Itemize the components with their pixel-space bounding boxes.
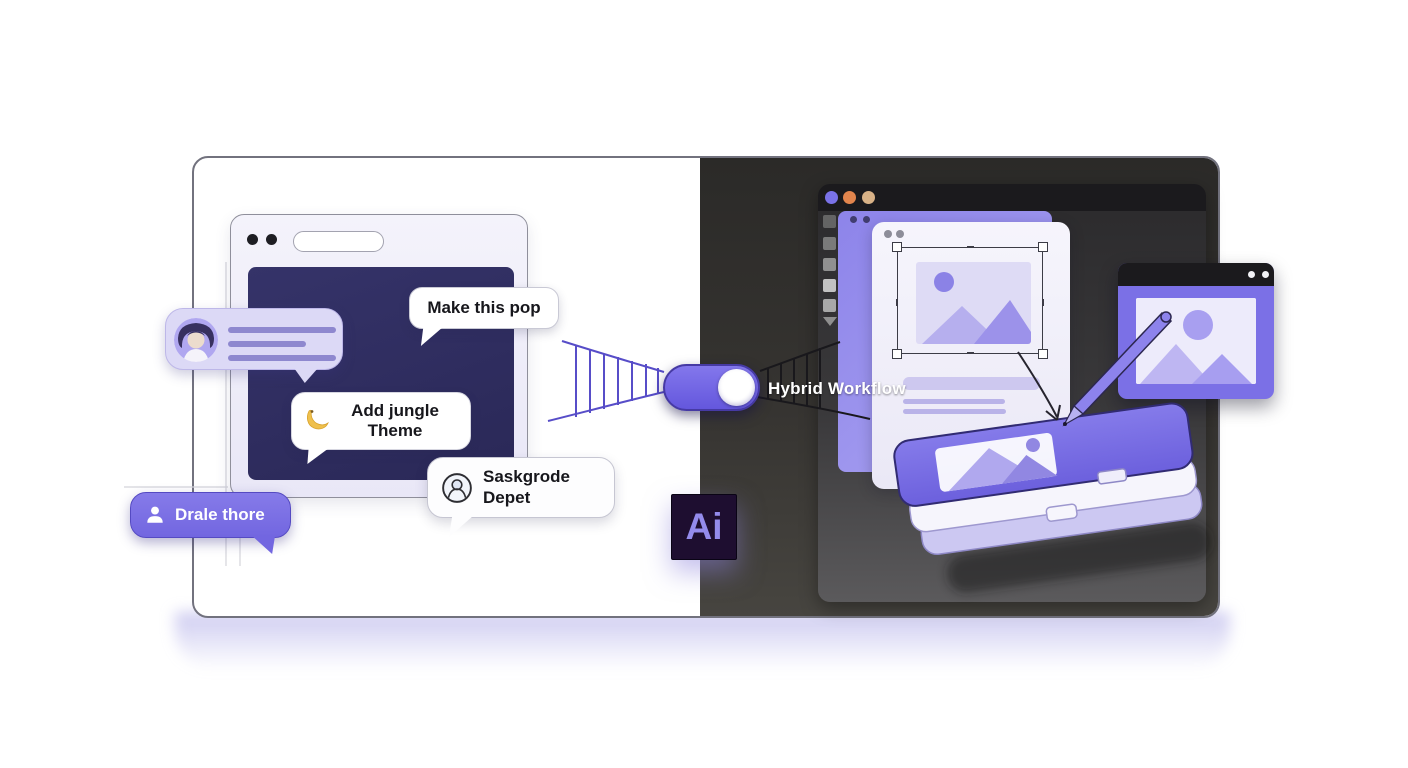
- avatar-message-bubble: [165, 308, 343, 383]
- toggle-label: Hybrid Workflow: [768, 379, 906, 398]
- browser-dot-2[interactable]: [266, 234, 277, 245]
- tool-dropdown-arrow-icon[interactable]: [823, 317, 837, 326]
- tool-icon-4[interactable]: [823, 279, 836, 292]
- tool-icon-3[interactable]: [823, 258, 836, 271]
- chat-bubble-add-jungle-theme: Add jungle Theme: [291, 392, 471, 464]
- bubble-text: Make this pop: [427, 297, 541, 317]
- artboard-dot-1: [850, 216, 857, 223]
- banana-icon: [304, 408, 330, 434]
- logo-text: Ai: [685, 506, 723, 547]
- panel-glow: [175, 612, 1230, 670]
- window-dot-orange[interactable]: [843, 191, 856, 204]
- message-line-2: [228, 341, 306, 347]
- tool-icon-1[interactable]: [823, 215, 836, 228]
- selection-frame[interactable]: [897, 247, 1043, 354]
- user-icon: [144, 504, 166, 526]
- selection-handle-tl[interactable]: [892, 242, 902, 252]
- tool-icon-2[interactable]: [823, 237, 836, 250]
- preview-dot-2[interactable]: [1262, 271, 1269, 278]
- selection-tick-left: [896, 299, 898, 306]
- selection-tick-top: [967, 246, 974, 248]
- text-bar-thin-1: [903, 399, 1005, 404]
- selection-handle-bl[interactable]: [892, 349, 902, 359]
- message-line-1: [228, 327, 336, 333]
- bubble-text-line2: Depet: [483, 487, 531, 507]
- address-bar[interactable]: [293, 231, 384, 252]
- adobe-illustrator-logo: Ai: [671, 494, 737, 560]
- artboard-dot-2: [863, 216, 870, 223]
- message-line-3: [228, 355, 336, 361]
- window-dot-tan[interactable]: [862, 191, 875, 204]
- user-avatar: [174, 318, 218, 362]
- card-dot-1: [884, 230, 892, 238]
- bubble-text-line1: Saskgrode: [483, 467, 570, 487]
- card-dot-2: [896, 230, 904, 238]
- browser-dot-1[interactable]: [247, 234, 258, 245]
- app-titlebar: [818, 184, 1206, 211]
- chat-bubble-drale-thore: Drale thore: [130, 492, 291, 554]
- text-bar-thin-2: [903, 409, 1006, 414]
- chat-bubble-saskgrode-depet: Saskgrode Depet: [427, 457, 615, 537]
- floating-preview-window: [1118, 263, 1274, 399]
- bubble-text-line1: Add jungle: [351, 400, 439, 420]
- avatar-outline-icon: [441, 472, 473, 504]
- tool-icon-5[interactable]: [823, 299, 836, 312]
- toggle-knob[interactable]: [718, 368, 755, 406]
- selection-tick-right: [1042, 299, 1044, 306]
- bubble-text-line2: Theme: [367, 421, 423, 440]
- selection-handle-br[interactable]: [1038, 349, 1048, 359]
- text-bar-wide: [903, 377, 1040, 390]
- image-placeholder-icon: [916, 262, 1031, 344]
- preview-image-placeholder-icon: [1136, 298, 1256, 384]
- preview-titlebar: [1118, 263, 1274, 286]
- selection-tick-bottom: [967, 352, 974, 354]
- preview-dot-1[interactable]: [1248, 271, 1255, 278]
- hybrid-workflow-toggle[interactable]: [663, 364, 760, 411]
- window-dot-purple[interactable]: [825, 191, 838, 204]
- bubble-text: Drale thore: [175, 504, 265, 524]
- chat-bubble-make-this-pop: Make this pop: [409, 287, 559, 346]
- selection-handle-tr[interactable]: [1038, 242, 1048, 252]
